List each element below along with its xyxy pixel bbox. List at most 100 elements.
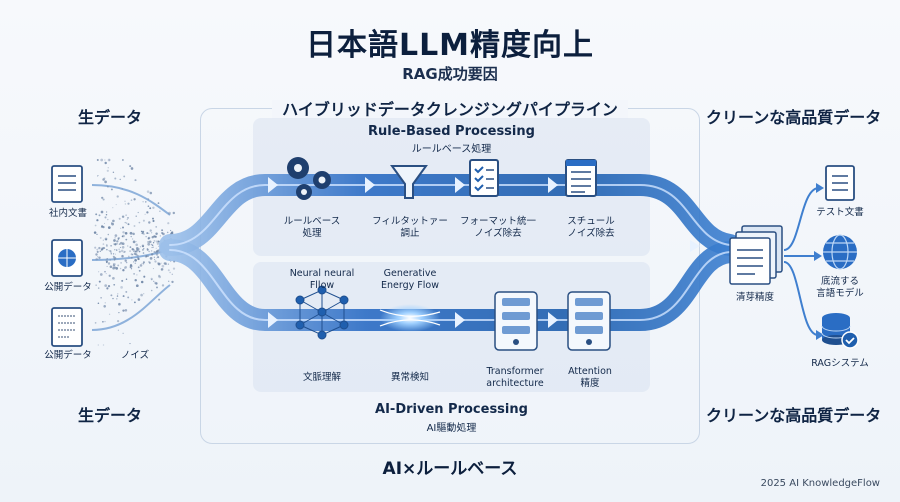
noise-dot (137, 257, 140, 261)
noise-dot (156, 250, 159, 253)
noise-dot (137, 211, 139, 214)
noise-dot (130, 256, 133, 259)
noise-dot (118, 302, 121, 306)
noise-dot (142, 252, 145, 254)
noise-dot (152, 242, 155, 244)
noise-dot (141, 262, 143, 265)
noise-dot (145, 255, 148, 258)
noise-dot (135, 241, 137, 243)
noise-dot (108, 274, 111, 277)
noise-dot (107, 186, 109, 188)
noise-dot (122, 269, 125, 272)
noise-dot (96, 250, 99, 253)
noise-dot (151, 247, 153, 249)
noise-dot (146, 190, 150, 193)
noise-dot (95, 253, 98, 256)
left-heading-bottom: 生データ (78, 406, 143, 425)
noise-dot (129, 343, 131, 345)
noise-dot (134, 262, 137, 265)
noise-dot (98, 256, 101, 259)
noise-dot (146, 211, 149, 214)
noise-dot (153, 256, 156, 258)
noise-particles (93, 158, 176, 346)
noise-dot (118, 311, 120, 314)
ai-top-label: Generative Energy Flow (368, 268, 452, 292)
noise-dot (142, 261, 145, 264)
noise-dot (114, 243, 117, 246)
rule-step-label: フォーマット統一 ノイズ除去 (452, 216, 544, 240)
noise-dot (112, 276, 115, 280)
noise-dot (138, 269, 141, 272)
noise-dot (149, 229, 152, 232)
noise-dot (126, 218, 128, 221)
noise-dot (134, 179, 137, 182)
noise-dot (127, 296, 130, 299)
noise-dot (114, 249, 116, 251)
noise-dot (161, 229, 164, 232)
noise-dot (135, 284, 139, 288)
noise-dot (105, 211, 108, 213)
rule-step-4-line1: スチュール (567, 216, 615, 227)
gears-icon (287, 157, 331, 200)
ai-step-label: Attention 精度 (552, 366, 628, 390)
noise-dot (150, 243, 153, 246)
noise-dot (172, 267, 176, 270)
noise-dot (120, 286, 123, 289)
noise-dot (101, 196, 104, 199)
noise-dot (140, 293, 143, 297)
noise-dot (141, 244, 145, 248)
noise-dot (113, 283, 116, 286)
noise-dot (149, 262, 151, 264)
noise-dot (93, 231, 97, 234)
noise-dot (117, 236, 121, 240)
noise-dot (153, 280, 155, 282)
noise-dot (134, 278, 137, 282)
ai-step-2-line1: 異常検知 (390, 372, 429, 383)
noise-dot (112, 297, 114, 300)
noise-dot (149, 257, 153, 260)
noise-dot (161, 284, 165, 287)
noise-dot (143, 248, 145, 250)
page-subtitle: RAG成功要因 (402, 65, 498, 83)
noise-dot (109, 265, 113, 269)
noise-dot (102, 344, 105, 346)
noise-dot (150, 253, 154, 256)
noise-dot (171, 273, 174, 276)
rule-panel-subtitle: ルールベース処理 (411, 144, 492, 155)
pipeline-title-text: ハイブリッドデータクレンジングパイプライン (272, 100, 628, 119)
noise-dot (171, 280, 174, 284)
noise-dot (98, 214, 101, 217)
noise-dot (124, 265, 128, 269)
noise-dot (116, 319, 120, 323)
noise-dot (166, 231, 169, 234)
noise-dot (96, 248, 99, 251)
noise-dot (158, 275, 162, 279)
noise-dot (116, 298, 118, 300)
noise-dot (108, 313, 111, 315)
ai-top-label-1-line2: Fllow (309, 280, 335, 291)
ai-panel-subtitle: AI驅動処理 (426, 423, 477, 434)
ai-top-label-2-line1: Generative (383, 268, 437, 279)
noise-dot (118, 248, 120, 250)
noise-dot (122, 309, 125, 312)
noise-dot (124, 267, 126, 269)
ai-step-3-line2: architecture (486, 378, 544, 389)
attention-icon (567, 291, 611, 351)
noise-dot (167, 263, 170, 265)
noise-dot (155, 282, 158, 285)
checklist-icon (469, 159, 499, 197)
noise-dot (107, 158, 111, 162)
noise-dot (95, 284, 97, 286)
noise-dot (148, 250, 150, 253)
noise-dot (127, 202, 130, 205)
noise-dot (160, 268, 164, 271)
noise-dot (112, 263, 114, 265)
noise-dot (124, 200, 126, 202)
noise-dot (109, 259, 111, 261)
noise-dot (151, 236, 154, 239)
noise-dot (123, 250, 126, 253)
noise-dot (103, 247, 106, 250)
noise-dot (112, 219, 115, 223)
noise-dot (107, 233, 110, 236)
noise-dot (113, 259, 116, 261)
